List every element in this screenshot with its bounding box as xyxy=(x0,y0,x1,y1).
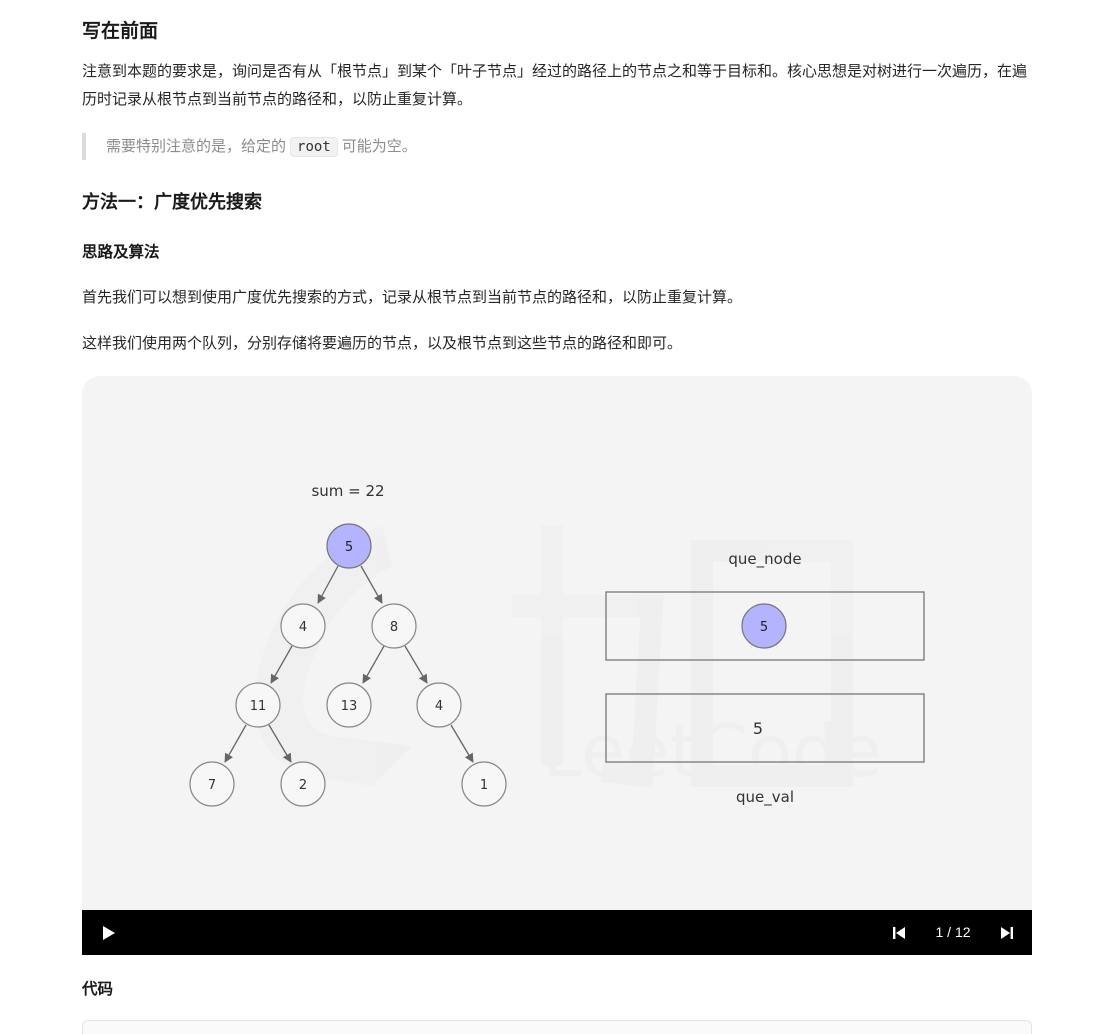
edge-5-4 xyxy=(317,565,339,604)
que-val-item: 5 xyxy=(753,719,763,738)
heading-method1: 方法一：广度优先搜索 xyxy=(82,192,262,213)
tree-node-rrr: 1 xyxy=(461,761,507,807)
edge-8-13 xyxy=(362,645,385,684)
tree-node-rl: 13 xyxy=(326,682,372,728)
que-node-label: que_node xyxy=(728,550,801,569)
edge-4-1 xyxy=(450,724,474,763)
quote-text-after: 可能为空。 xyxy=(341,137,417,155)
tree-node-llr: 2 xyxy=(280,761,326,807)
tree-node-right: 8 xyxy=(371,603,417,649)
sum-label: sum = 22 xyxy=(311,482,384,500)
next-frame-button[interactable] xyxy=(992,910,1022,955)
tree-node-lll: 7 xyxy=(189,761,235,807)
que-val-label: que_val xyxy=(736,788,794,807)
svg-text:13: 13 xyxy=(341,699,358,714)
heading-intro: 写在前面 xyxy=(82,20,159,42)
inline-code-root: root xyxy=(290,137,338,157)
skip-previous-icon xyxy=(893,926,905,939)
leetcode-watermark: LeetCode xyxy=(254,526,882,793)
paragraph-bfs: 首先我们可以想到使用广度优先搜索的方式，记录从根节点到当前节点的路径和，以防止重… xyxy=(82,288,743,306)
tree-nodes: 5 4 8 11 13 xyxy=(189,523,507,807)
edge-4-11 xyxy=(270,645,293,684)
svg-text:4: 4 xyxy=(299,620,307,635)
animation-canvas: LeetCode sum = 22 5 xyxy=(189,482,925,807)
tree-node-root: 5 xyxy=(326,523,372,569)
paragraph-queues: 这样我们使用两个队列，分别存储将要遍历的节点，以及根节点到这些节点的路径和即可。 xyxy=(82,334,683,352)
tree-edges xyxy=(224,565,474,763)
tree-node-left: 4 xyxy=(280,603,326,649)
heading-idea: 思路及算法 xyxy=(82,243,160,261)
que-node-item: 5 xyxy=(741,603,787,649)
slideshow-controls: 1 / 12 xyxy=(82,910,1032,955)
previous-frame-button[interactable] xyxy=(884,910,914,955)
animation-frame: LeetCode sum = 22 5 xyxy=(82,376,1032,910)
svg-text:4: 4 xyxy=(435,699,443,714)
svg-text:5: 5 xyxy=(760,620,768,635)
que-node-box xyxy=(605,591,925,661)
tree-node-rr: 4 xyxy=(416,682,462,728)
edge-8-4 xyxy=(404,645,428,684)
heading-code: 代码 xyxy=(82,980,114,998)
skip-next-icon xyxy=(1001,926,1013,939)
play-button[interactable] xyxy=(94,910,124,955)
svg-text:2: 2 xyxy=(299,778,307,793)
tree-node-ll: 11 xyxy=(235,682,281,728)
edge-11-2 xyxy=(268,724,292,763)
svg-text:8: 8 xyxy=(390,620,398,635)
code-language-tabs[interactable] xyxy=(82,1020,1032,1034)
play-icon xyxy=(103,925,115,940)
svg-text:7: 7 xyxy=(208,778,216,793)
watermark-text: LeetCode xyxy=(542,709,882,793)
svg-text:1: 1 xyxy=(480,778,488,793)
quote-text-before: 需要特别注意的是，给定的 xyxy=(106,137,287,155)
edge-5-8 xyxy=(360,565,383,604)
intro-paragraph: 注意到本题的要求是，询问是否有从「根节点」到某个「叶子节点」经过的路径上的节点之… xyxy=(82,62,1028,108)
edge-11-7 xyxy=(224,724,247,763)
svg-text:5: 5 xyxy=(345,540,353,555)
que-val-box xyxy=(605,693,925,763)
frame-counter: 1 / 12 xyxy=(935,924,971,940)
svg-text:11: 11 xyxy=(250,699,267,714)
